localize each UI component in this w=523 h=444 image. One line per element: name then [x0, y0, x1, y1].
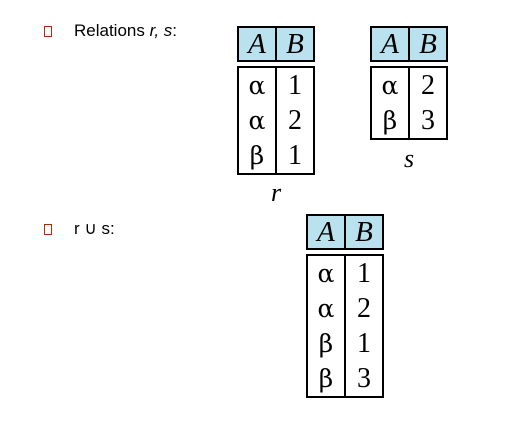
bullet-union: r ∪ s: [44, 218, 115, 240]
relation-union-body: α α β β 1 2 1 3 [306, 254, 384, 398]
column-a: α α β [239, 68, 275, 173]
bullet-square-icon [44, 223, 52, 235]
relation-s-header: A B [370, 26, 448, 62]
cell-b: 2 [288, 104, 302, 136]
cell-a: β [318, 329, 334, 358]
column-b: 2 3 [408, 68, 446, 138]
column-a: α β [372, 68, 408, 138]
bullet-square-icon [44, 25, 52, 37]
column-header-a: A [381, 27, 399, 60]
cell-b: 2 [357, 292, 371, 324]
cell-b: 1 [357, 257, 371, 289]
cell-a: α [381, 71, 399, 100]
column-b: 1 2 1 3 [344, 256, 382, 396]
column-a: α α β β [308, 256, 344, 396]
cell-b: 3 [421, 104, 435, 136]
cell-b: 1 [288, 69, 302, 101]
cell-a: α [317, 259, 335, 288]
cell-b: 1 [288, 139, 302, 171]
cell-b: 3 [357, 362, 371, 394]
relation-r-body: α α β 1 2 1 [237, 66, 315, 175]
column-header-b: B [344, 216, 382, 248]
relation-union: A B α α β β 1 2 1 3 [306, 214, 384, 409]
relation-s-caption: s [403, 144, 415, 173]
cell-b: 1 [357, 327, 371, 359]
relation-s: A B α β 2 3 s [370, 26, 448, 176]
cell-a: β [382, 106, 398, 135]
relation-r-caption: r [270, 178, 282, 207]
column-header-b: B [408, 28, 446, 60]
cell-a: β [318, 364, 334, 393]
bullet-relations: Relations r, s: [44, 20, 177, 42]
cell-a: α [317, 294, 335, 323]
bullet-relations-text: Relations r, s: [74, 21, 178, 40]
cell-a: α [248, 106, 266, 135]
cell-a: α [248, 71, 266, 100]
relation-r: A B α α β 1 2 1 r [237, 26, 315, 211]
relation-union-header: A B [306, 214, 384, 250]
column-header-b: B [275, 28, 313, 60]
relation-s-body: α β 2 3 [370, 66, 448, 140]
column-b: 1 2 1 [275, 68, 313, 173]
column-header-a: A [317, 215, 335, 248]
cell-a: β [249, 141, 265, 170]
bullet-union-text: r ∪ s: [74, 219, 115, 238]
relation-r-header: A B [237, 26, 315, 62]
column-header-a: A [248, 27, 266, 60]
cell-b: 2 [421, 69, 435, 101]
